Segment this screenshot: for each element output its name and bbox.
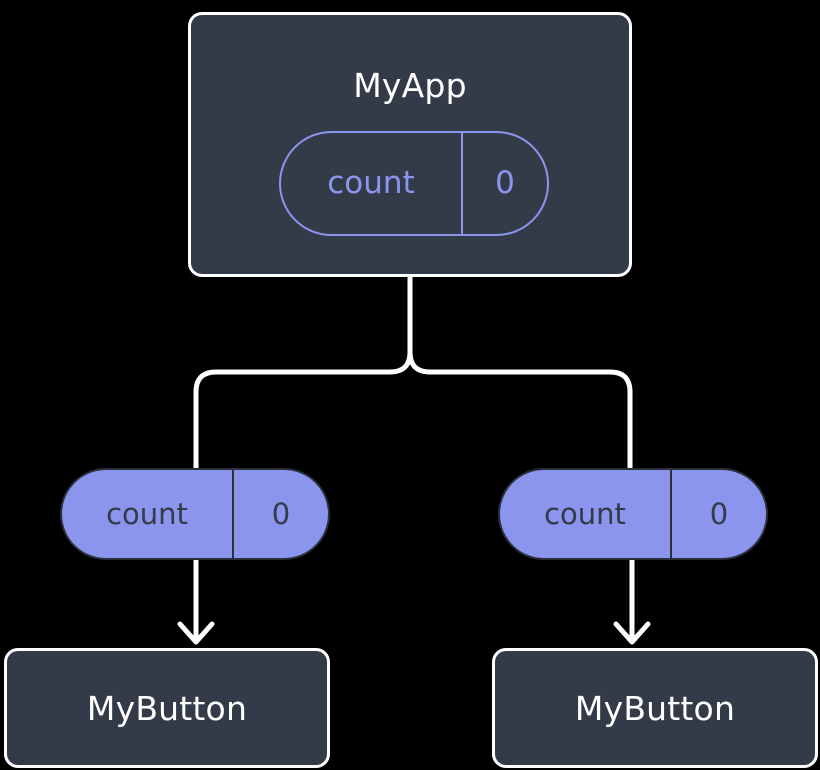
- component-box-myapp[interactable]: MyApp count 0: [188, 12, 632, 277]
- prop-arrow-left-head: [177, 621, 215, 645]
- component-label-mybutton-right: MyButton: [574, 688, 736, 728]
- component-box-mybutton-right[interactable]: MyButton: [492, 648, 818, 768]
- prop-pill-left[interactable]: count 0: [60, 468, 330, 560]
- prop-pill-right-value: 0: [709, 496, 729, 531]
- prop-pill-right-name: count: [500, 470, 672, 558]
- state-pill-root-value: 0: [495, 165, 515, 201]
- component-label-myapp: MyApp: [353, 66, 467, 105]
- fork-connector: [193, 274, 413, 473]
- fork-connector-right: [407, 274, 633, 473]
- prop-pill-left-value: 0: [271, 496, 291, 531]
- prop-pill-right[interactable]: count 0: [498, 468, 768, 560]
- prop-pill-left-name: count: [62, 470, 234, 558]
- state-pill-root[interactable]: count 0: [279, 131, 549, 236]
- component-box-mybutton-left[interactable]: MyButton: [4, 648, 330, 768]
- state-pill-root-name: count: [281, 133, 463, 234]
- prop-arrow-right-head: [613, 621, 651, 645]
- component-label-mybutton-left: MyButton: [86, 688, 248, 728]
